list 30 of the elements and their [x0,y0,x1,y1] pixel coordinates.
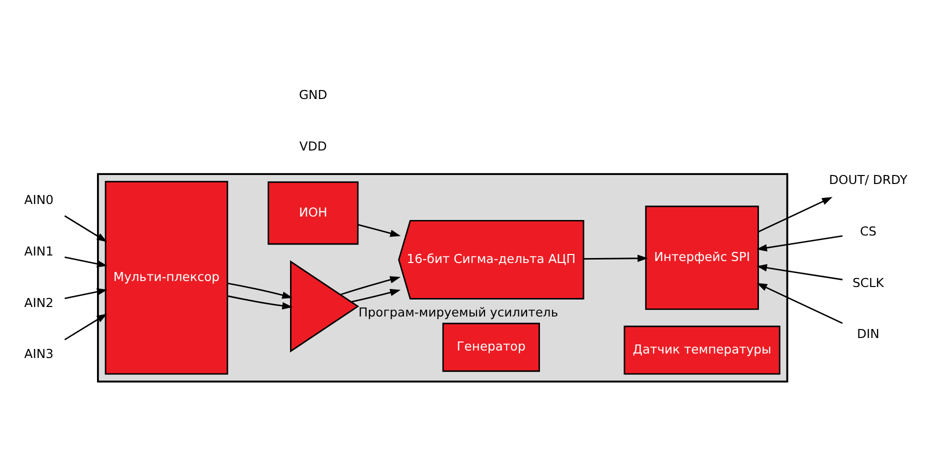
arrow [756,264,843,280]
arrow [756,282,843,324]
arrow [64,256,108,268]
arrow [584,254,648,262]
arrow [64,314,108,340]
arrow [351,288,401,303]
node-text: AIN2 [24,296,54,310]
node-text: GND [298,88,328,102]
arrow [756,235,843,252]
node-text: AIN0 [24,192,54,207]
arrow [340,276,401,296]
node-box: Датчик температуры [624,326,780,375]
node-box: Интерфейс SPI [645,206,759,310]
arrow [227,295,293,310]
node-label: Програм-мируемый усилитель [358,305,558,320]
arrow [64,215,108,242]
arrow [758,197,832,232]
node-box: ИОН [268,181,359,245]
arrow [227,282,293,299]
node-text: DIN [856,327,880,342]
node-box: Генератор [442,322,540,372]
node-text: AIN1 [24,244,54,258]
arrow [358,224,401,237]
node-text: AIN3 [24,347,54,362]
node-text: CS [860,224,876,238]
arrow [64,288,108,300]
node-text: SCLK [852,276,884,290]
node-box: Мульти-плексор [104,180,228,375]
node-text: VDD [299,140,327,154]
node-text: DOUT/ DRDY [828,172,908,187]
